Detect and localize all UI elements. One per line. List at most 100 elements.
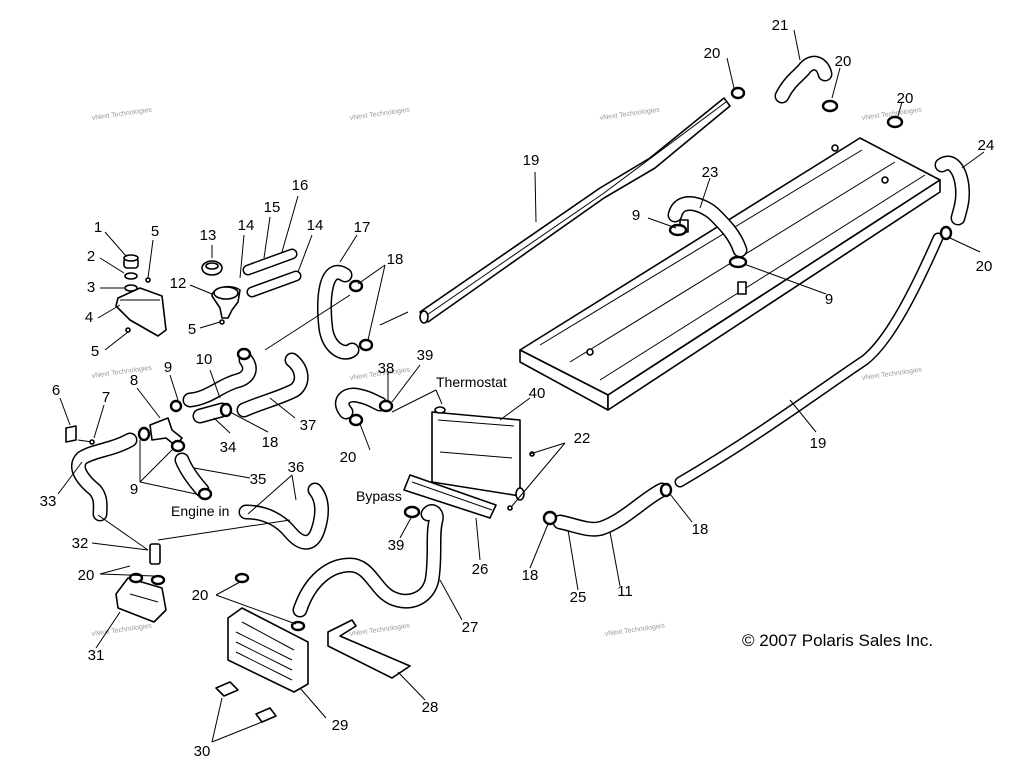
callout-29: 29 (332, 717, 349, 734)
callout-17: 17 (354, 219, 371, 236)
callout-5: 5 (91, 343, 99, 360)
tee-fitting (137, 399, 186, 453)
watermark: vNext Technologies (91, 107, 152, 122)
hose-clamp (348, 413, 364, 427)
callout-31: 31 (88, 647, 105, 664)
callout-4: 4 (85, 309, 93, 326)
callout-18: 18 (522, 567, 539, 584)
hose-clamp (150, 574, 166, 586)
watermark: vNext Technologies (91, 623, 152, 638)
callout-18: 18 (262, 434, 279, 451)
callout-20: 20 (78, 567, 95, 584)
hose-clamp (170, 439, 186, 453)
tunnel-cooler-23 (519, 137, 941, 411)
callout-32: 32 (72, 535, 89, 552)
hose-clamp (939, 225, 953, 241)
callout-9: 9 (164, 359, 172, 376)
callout-15: 15 (264, 199, 281, 216)
watermark: vNext Technologies (349, 623, 410, 638)
callout-2: 2 (87, 248, 95, 265)
water-pump-31 (115, 572, 167, 623)
hose-33 (70, 432, 138, 522)
callout-1: 1 (94, 219, 102, 236)
callout-numbers: 1 2 3 4 5 5 5 13 12 14 15 16 14 17 18 6 … (40, 17, 995, 760)
watermark: vNext Technologies (599, 107, 660, 122)
hose-37 (236, 352, 309, 418)
callout-13: 13 (200, 227, 217, 244)
callout-22: 22 (574, 430, 591, 447)
fitting-32 (149, 543, 161, 565)
callout-34: 34 (220, 439, 237, 456)
hose-clamp (821, 99, 839, 113)
callout-7: 7 (102, 389, 110, 406)
callout-5: 5 (188, 321, 196, 338)
callout-18: 18 (387, 251, 404, 268)
bracket-28 (327, 619, 411, 679)
hose-17 (317, 265, 374, 360)
hose-25-11 (542, 482, 673, 537)
watermark: vNext Technologies (861, 367, 922, 382)
callout-14: 14 (307, 217, 324, 234)
callout-38: 38 (378, 360, 395, 377)
callout-21: 21 (772, 17, 789, 34)
hose-23 (667, 196, 748, 269)
callout-14: 14 (238, 217, 255, 234)
callout-11: 11 (617, 583, 633, 600)
callout-20: 20 (192, 587, 209, 604)
callout-20: 20 (897, 90, 914, 107)
callout-24: 24 (978, 137, 995, 154)
bypass-housing-26 (403, 474, 497, 519)
callout-12: 12 (170, 275, 187, 292)
callout-25: 25 (570, 589, 587, 606)
label-bypass: Bypass (356, 488, 402, 504)
screw (507, 505, 513, 511)
callout-5: 5 (151, 223, 159, 240)
copyright-notice: © 2007 Polaris Sales Inc. (742, 631, 933, 650)
callout-9: 9 (130, 481, 138, 498)
callout-3: 3 (87, 279, 95, 296)
callout-27: 27 (462, 619, 479, 636)
callout-8: 8 (130, 372, 138, 389)
callout-20: 20 (340, 449, 357, 466)
callout-23: 23 (702, 164, 719, 181)
watermark: vNext Technologies (349, 107, 410, 122)
label-thermostat: Thermostat (436, 374, 507, 390)
tube-15 (242, 248, 302, 298)
hose-clamp (378, 399, 394, 413)
hose-clamp (403, 505, 421, 519)
hose-clamp (886, 115, 904, 129)
callout-26: 26 (472, 561, 489, 578)
hose-clamp (234, 572, 250, 584)
callout-10: 10 (196, 351, 213, 368)
callout-40: 40 (529, 385, 546, 402)
hose-38 (334, 387, 394, 427)
hose-clamp (137, 426, 151, 442)
hose-27 (292, 504, 444, 618)
label-engine-in: Engine in (171, 503, 229, 519)
hose-clamp (197, 487, 213, 501)
callout-39: 39 (388, 537, 405, 554)
hose-10 (182, 347, 257, 408)
hose-clamp (730, 86, 746, 100)
callout-19: 19 (523, 152, 540, 169)
hose-clamp (542, 510, 558, 526)
hose-21 (774, 55, 833, 104)
watermark: vNext Technologies (604, 623, 665, 638)
callout-39: 39 (417, 347, 434, 364)
hose-clamp (236, 347, 252, 361)
callout-18: 18 (692, 521, 709, 538)
cooler-tube-19-lower (674, 232, 944, 488)
heat-exchanger-29 (227, 607, 309, 693)
hose-clamp (219, 402, 233, 418)
callout-20: 20 (835, 53, 852, 70)
callout-19: 19 (810, 435, 827, 452)
hose-clamp (728, 255, 748, 269)
callout-20: 20 (976, 258, 993, 275)
callout-33: 33 (40, 493, 57, 510)
hose-clamp (358, 338, 374, 352)
callout-16: 16 (292, 177, 309, 194)
cooler-tube-19-upper (419, 97, 731, 324)
hose-36 (234, 482, 330, 584)
callout-30: 30 (194, 743, 211, 760)
